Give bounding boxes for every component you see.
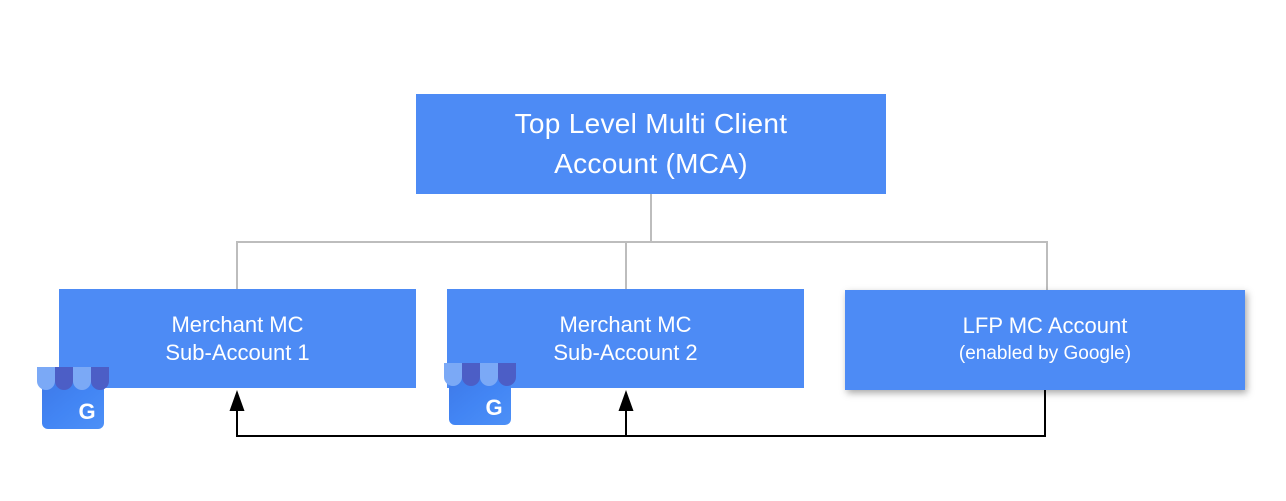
arrowhead-sub1 bbox=[229, 390, 245, 411]
arrow-connector-lines bbox=[236, 390, 1046, 437]
storefront-awning bbox=[444, 363, 516, 386]
g-letter: G bbox=[485, 395, 502, 420]
node-merchant-sub-account-1: Merchant MC Sub-Account 1 bbox=[59, 289, 416, 388]
node-lfp-mc-account: LFP MC Account (enabled by Google) bbox=[845, 290, 1245, 390]
storefront-body bbox=[42, 379, 104, 429]
tree-connector-lines bbox=[236, 194, 1048, 290]
node-label-line1: LFP MC Account bbox=[962, 313, 1128, 338]
node-label-line1: Merchant MC bbox=[559, 311, 692, 337]
node-label-line2: Sub-Account 2 bbox=[553, 339, 698, 365]
node-label-line2: (enabled by Google) bbox=[958, 343, 1132, 364]
node-top-level-mca: Top Level Multi Client Account (MCA) bbox=[416, 94, 886, 194]
google-my-business-icon: G bbox=[444, 363, 516, 425]
google-my-business-icon: G bbox=[37, 367, 109, 429]
node-label-line2: Account (MCA) bbox=[554, 148, 748, 179]
node-label-line2: Sub-Account 1 bbox=[165, 339, 310, 365]
storefront-awning bbox=[37, 367, 109, 390]
node-label-line1: Top Level Multi Client bbox=[514, 108, 788, 139]
node-label-line1: Merchant MC bbox=[171, 311, 304, 337]
g-letter: G bbox=[78, 399, 95, 424]
storefront-body bbox=[449, 375, 511, 425]
arrowhead-sub2 bbox=[618, 390, 634, 411]
